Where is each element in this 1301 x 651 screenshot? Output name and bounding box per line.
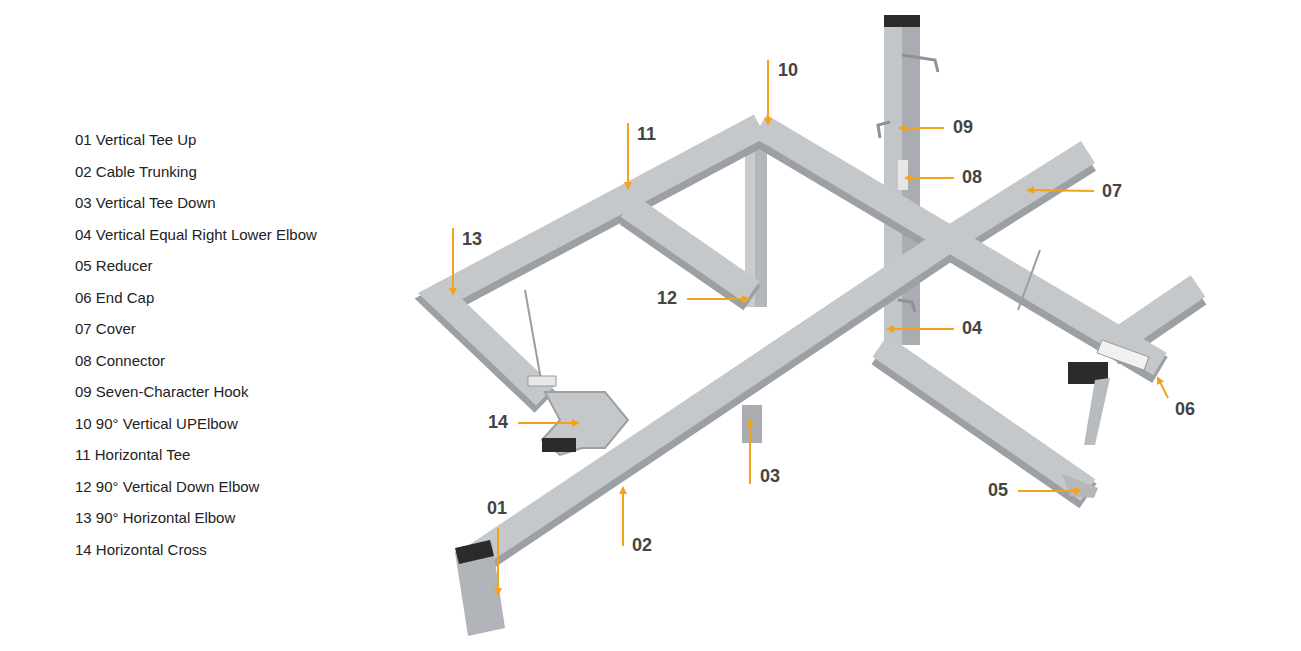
trunking-body [440, 15, 1198, 636]
end-cap [1097, 340, 1149, 370]
leader-line [767, 60, 769, 124]
hanger-rod [1018, 250, 1040, 310]
legend-text: 04 Vertical Equal Right Lower Elbow [75, 226, 317, 243]
leader-line [906, 177, 954, 179]
legend-text: 09 Seven-Character Hook [75, 383, 248, 400]
hanger-clamp [528, 376, 556, 386]
legend-text: 12 90° Vertical Down Elbow [75, 478, 259, 495]
leader-line [749, 420, 751, 484]
trunk-tops [440, 126, 1198, 560]
callout-number: 03 [760, 466, 780, 487]
callout-number: 14 [488, 412, 508, 433]
callout-number: 08 [962, 167, 982, 188]
legend-text: 06 End Cap [75, 289, 154, 306]
legend-text: 11 Horizontal Tee [75, 446, 190, 463]
reducer [1062, 474, 1098, 498]
legend-text: 08 Connector [75, 352, 165, 369]
callout-number: 05 [988, 480, 1008, 501]
callout-number: 04 [962, 318, 982, 339]
leader-line [452, 228, 454, 294]
legend-text: 01 Vertical Tee Up [75, 131, 196, 148]
leader-line [1158, 378, 1168, 398]
hanger-rod [525, 290, 541, 380]
leader-line [687, 298, 748, 300]
tee-opening [455, 540, 494, 564]
leader-line [1028, 190, 1094, 191]
callout-number: 11 [637, 124, 656, 145]
hook [898, 300, 915, 312]
legend-text: 07 Cover [75, 320, 136, 337]
hanger-bracket [1084, 378, 1110, 445]
callout-number: 13 [462, 229, 482, 250]
leader-line [622, 488, 624, 546]
callout-number: 09 [953, 117, 973, 138]
legend-text: 03 Vertical Tee Down [75, 194, 216, 211]
callout-number: 07 [1102, 181, 1122, 202]
legend-text: 10 90° Vertical UPElbow [75, 415, 238, 432]
callout-number: 01 [487, 498, 507, 519]
callout-number: 02 [632, 535, 652, 556]
hook [878, 122, 890, 138]
legend-text: 14 Horizontal Cross [75, 541, 207, 558]
cross-opening [542, 438, 576, 452]
vertical-tee-down [742, 405, 762, 443]
legend-text: 13 90° Horizontal Elbow [75, 509, 235, 526]
leader-line [627, 123, 629, 188]
callout-number: 06 [1175, 399, 1195, 420]
leader-line [1018, 490, 1080, 492]
callout-number: 10 [778, 60, 798, 81]
connector-plate [898, 160, 908, 190]
leader-lines [453, 60, 1168, 594]
column-opening [884, 15, 920, 27]
leader-line [888, 328, 954, 330]
legend-text: 02 Cable Trunking [75, 163, 197, 180]
hook [902, 55, 938, 72]
leader-line [518, 422, 578, 424]
leader-line [497, 528, 499, 594]
legend-text: 05 Reducer [75, 257, 153, 274]
callout-number: 12 [657, 288, 677, 309]
leader-line [900, 127, 944, 129]
trunk-sides [440, 132, 1198, 566]
